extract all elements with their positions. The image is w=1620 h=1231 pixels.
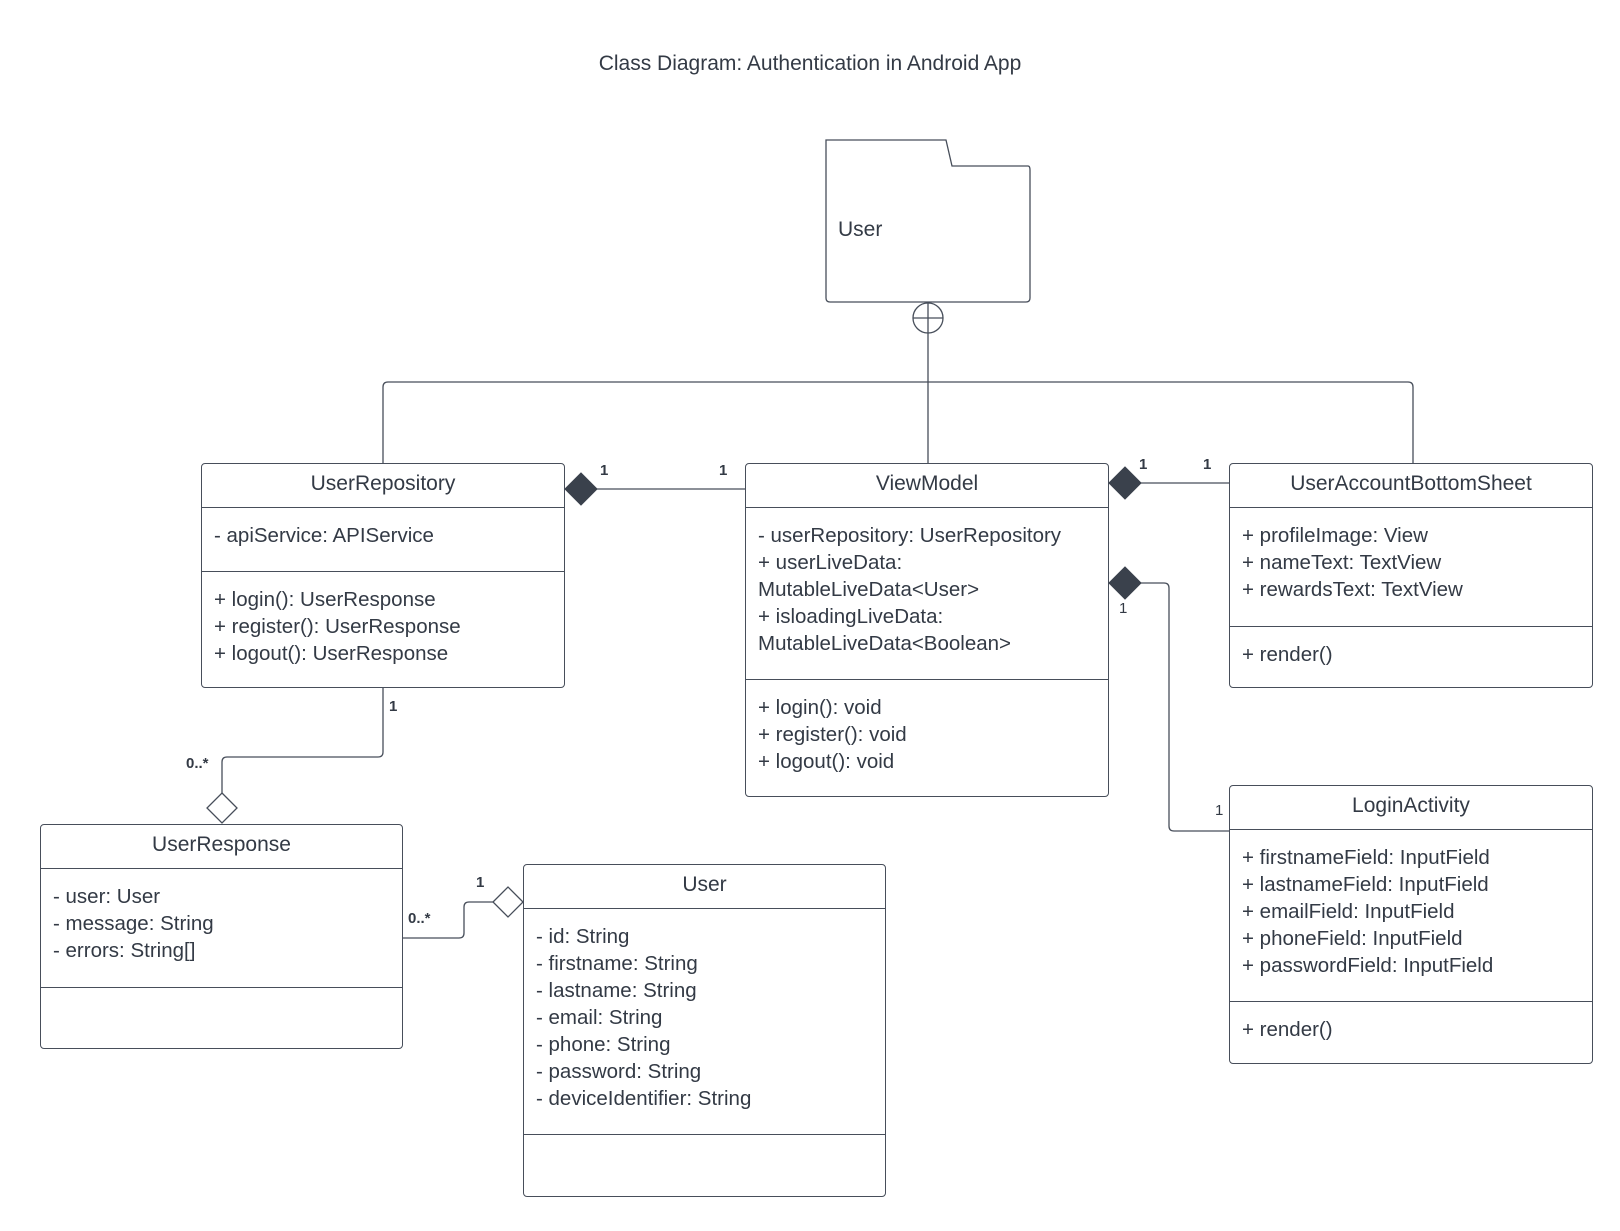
containment-line-left: [382, 381, 928, 463]
multiplicity-label: 1: [389, 698, 398, 715]
class-name: User: [524, 865, 885, 909]
attribute: + isloadingLiveData:: [758, 605, 944, 628]
attributes-section: - apiService: APIService: [202, 508, 564, 572]
attribute: - password: String: [536, 1060, 702, 1083]
multiplicity-label: 1: [1139, 456, 1148, 473]
multiplicity-label: 0..*: [408, 910, 431, 927]
attributes-section: + firstnameField: InputField + lastnameF…: [1230, 830, 1592, 1002]
attribute: + phoneField: InputField: [1242, 927, 1463, 950]
class-login-activity[interactable]: LoginActivity + firstnameField: InputFie…: [1229, 785, 1593, 1064]
class-view-model[interactable]: ViewModel - userRepository: UserReposito…: [745, 463, 1109, 797]
attribute: - id: String: [536, 925, 630, 948]
method: + register(): void: [758, 723, 907, 746]
repo-response-diamond: [206, 792, 238, 824]
class-name: LoginActivity: [1230, 786, 1592, 830]
multiplicity-label: 1: [1119, 600, 1128, 617]
multiplicity-label: 1: [1215, 802, 1224, 819]
attributes-section: - id: String - firstname: String - lastn…: [524, 909, 885, 1135]
multiplicity-label: 1: [719, 462, 728, 479]
class-name: UserResponse: [41, 825, 402, 869]
method: + logout(): void: [758, 750, 895, 773]
package-folder-shape: [825, 139, 1031, 303]
containment-icon: [912, 302, 944, 334]
attributes-section: - user: User - message: String - errors:…: [41, 869, 402, 988]
attribute: MutableLiveData<User>: [758, 578, 980, 601]
attribute: + lastnameField: InputField: [1242, 873, 1489, 896]
repo-vm-diamond: [564, 472, 598, 506]
attribute: - phone: String: [536, 1033, 671, 1056]
repo-response-link: [221, 688, 384, 793]
attribute: - user: User: [53, 885, 161, 908]
vm-sheet-diamond: [1108, 466, 1142, 500]
attribute: + nameText: TextView: [1242, 551, 1442, 574]
attribute: + firstnameField: InputField: [1242, 846, 1490, 869]
attribute: + passwordField: InputField: [1242, 954, 1494, 977]
attribute: + emailField: InputField: [1242, 900, 1455, 923]
attribute: - lastname: String: [536, 979, 697, 1002]
class-user[interactable]: User - id: String - firstname: String - …: [523, 864, 886, 1197]
class-user-repository[interactable]: UserRepository - apiService: APIService …: [201, 463, 565, 688]
attribute: + userLiveData:: [758, 551, 903, 574]
response-user-link: [403, 901, 493, 939]
attribute: + profileImage: View: [1242, 524, 1428, 547]
package-name: User: [838, 218, 883, 241]
attribute: - apiService: APIService: [214, 524, 434, 547]
method: + render(): [1242, 1018, 1333, 1041]
multiplicity-label: 0..*: [186, 755, 209, 772]
method: + login(): UserResponse: [214, 588, 436, 611]
multiplicity-label: 1: [1203, 456, 1212, 473]
class-name: ViewModel: [746, 464, 1108, 508]
attribute: + rewardsText: TextView: [1242, 578, 1463, 601]
methods-section: + render(): [1230, 627, 1592, 668]
multiplicity-label: 1: [600, 462, 609, 479]
method: + render(): [1242, 643, 1333, 666]
method: + login(): void: [758, 696, 882, 719]
class-name: UserRepository: [202, 464, 564, 508]
methods-section: + login(): void + register(): void + log…: [746, 680, 1108, 775]
method: + logout(): UserResponse: [214, 642, 449, 665]
attribute: - errors: String[]: [53, 939, 196, 962]
vm-login-diamond: [1108, 566, 1142, 600]
methods-section: [524, 1135, 885, 1149]
vm-login-link: [1141, 582, 1229, 832]
attribute: - email: String: [536, 1006, 663, 1029]
class-user-response[interactable]: UserResponse - user: User - message: Str…: [40, 824, 403, 1049]
containment-line-right: [928, 381, 1414, 463]
multiplicity-label: 1: [476, 874, 485, 891]
attribute: - message: String: [53, 912, 214, 935]
attribute: - deviceIdentifier: String: [536, 1087, 752, 1110]
attributes-section: + profileImage: View + nameText: TextVie…: [1230, 508, 1592, 627]
diagram-title: Class Diagram: Authentication in Android…: [598, 52, 1022, 75]
method: + register(): UserResponse: [214, 615, 461, 638]
methods-section: + login(): UserResponse + register(): Us…: [202, 572, 564, 667]
methods-section: + render(): [1230, 1002, 1592, 1043]
class-user-account-bottom-sheet[interactable]: UserAccountBottomSheet + profileImage: V…: [1229, 463, 1593, 688]
attribute: - userRepository: UserRepository: [758, 524, 1062, 547]
attribute: MutableLiveData<Boolean>: [758, 632, 1012, 655]
attribute: - firstname: String: [536, 952, 698, 975]
class-name: UserAccountBottomSheet: [1230, 464, 1592, 508]
response-user-diamond: [492, 886, 524, 918]
attributes-section: - userRepository: UserRepository + userL…: [746, 508, 1108, 680]
methods-section: [41, 988, 402, 1002]
